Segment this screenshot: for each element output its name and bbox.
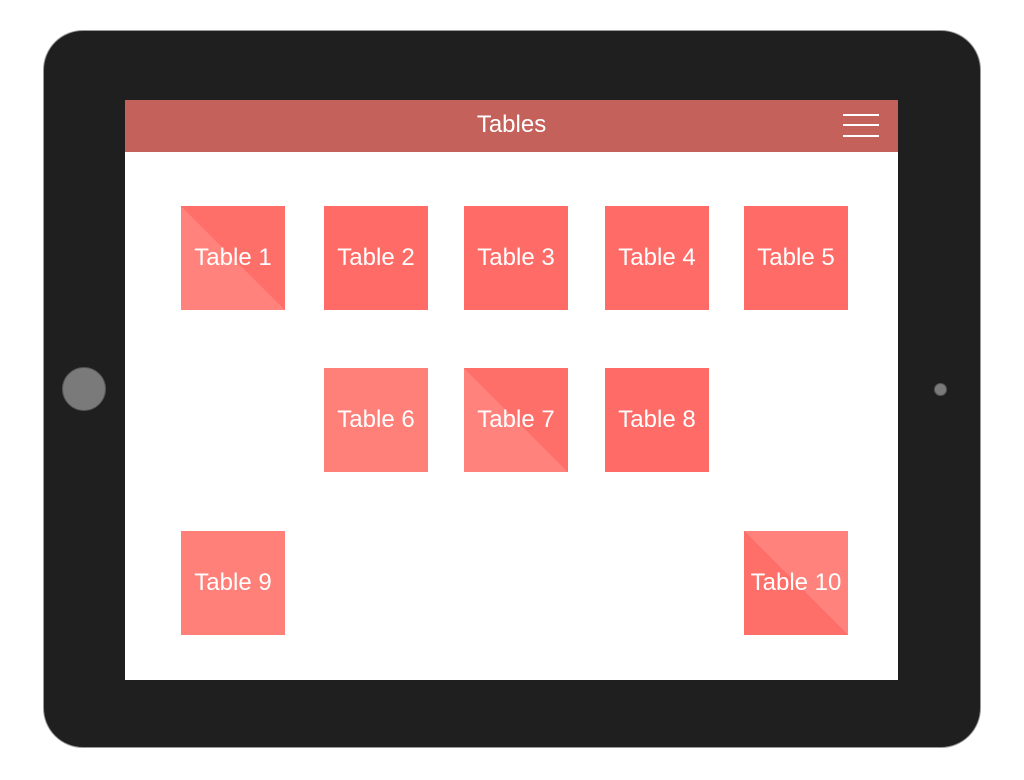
menu-bar bbox=[843, 114, 879, 116]
menu-bar bbox=[843, 124, 879, 126]
table-8-button[interactable]: Table 8 bbox=[605, 368, 709, 472]
table-10-button[interactable]: Table 10 bbox=[744, 531, 848, 635]
page-title: Tables bbox=[476, 111, 547, 138]
app-header: Tables bbox=[125, 100, 898, 152]
table-9-button[interactable]: Table 9 bbox=[181, 531, 285, 635]
table-6-button[interactable]: Table 6 bbox=[324, 368, 428, 472]
table-1-button[interactable]: Table 1 bbox=[181, 206, 285, 310]
menu-bar bbox=[843, 135, 879, 137]
table-5-button[interactable]: Table 5 bbox=[744, 206, 848, 310]
table-7-button[interactable]: Table 7 bbox=[464, 368, 568, 472]
app-screen: Tables Table 1 Table 2 Table 3 Table 4 T… bbox=[125, 100, 898, 680]
home-button[interactable] bbox=[62, 367, 106, 411]
hamburger-menu-icon[interactable] bbox=[843, 113, 881, 139]
table-4-button[interactable]: Table 4 bbox=[605, 206, 709, 310]
table-2-button[interactable]: Table 2 bbox=[324, 206, 428, 310]
camera-dot bbox=[934, 383, 947, 396]
table-3-button[interactable]: Table 3 bbox=[464, 206, 568, 310]
